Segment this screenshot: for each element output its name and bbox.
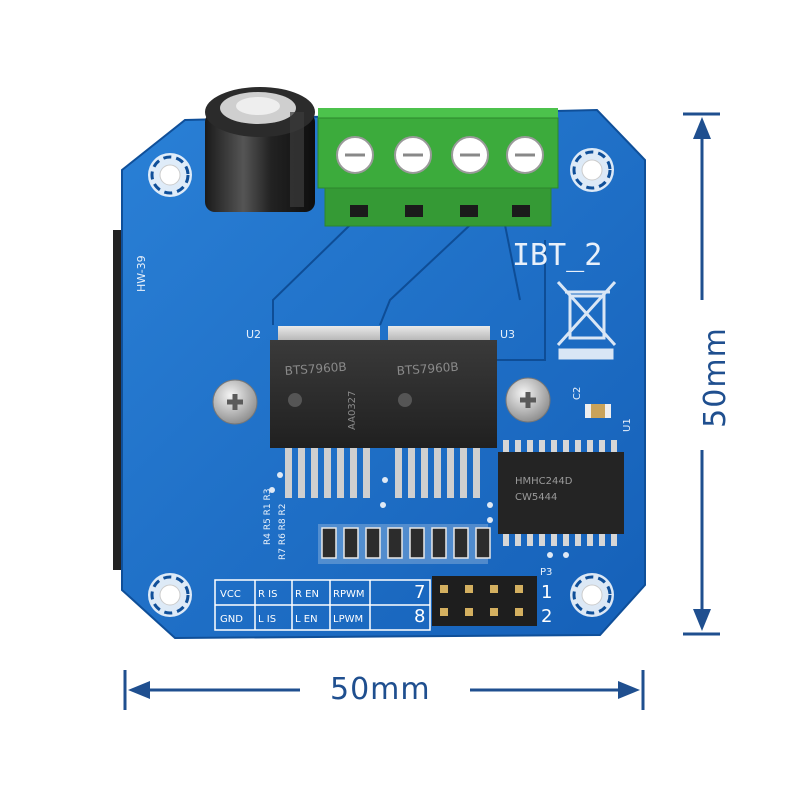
chip-left-label: BTS7960B [284, 360, 347, 378]
pin-l-en: L EN [295, 614, 318, 625]
logic-ic [498, 440, 624, 546]
header-pin-8: 8 [414, 606, 425, 627]
height-label: 50mm [697, 327, 733, 428]
pin-l-is: L IS [258, 614, 276, 625]
screw-left [212, 379, 258, 425]
header-pin-2: 2 [541, 606, 552, 627]
weee-bin-icon [556, 280, 617, 360]
pin-table-frame [214, 579, 431, 631]
vias [269, 472, 569, 558]
u2-label: U2 [246, 328, 261, 341]
screw-terminal [317, 108, 559, 227]
smd-capacitor [585, 404, 611, 418]
chip-left-code: AA0327 [347, 391, 358, 430]
power-chip-right [382, 326, 497, 448]
pin-vcc: VCC [220, 589, 241, 600]
chip-legs [285, 448, 480, 498]
pin-lpwm: LPWM [333, 614, 363, 625]
capacitor [205, 87, 315, 212]
width-dimension [123, 670, 645, 710]
pin-rpwm: RPWM [333, 589, 365, 600]
screw-right [505, 377, 551, 423]
pcb-traces [272, 224, 546, 361]
height-dimension [683, 112, 720, 636]
p3-label: P3 [540, 567, 552, 578]
c2-label: C2 [572, 387, 583, 400]
pin-gnd: GND [220, 614, 243, 625]
pin-r-is: R IS [258, 589, 277, 600]
resistor-labels-bottom: R7 R6 R8 R2 [278, 503, 288, 560]
header-pin-1: 1 [541, 582, 552, 603]
width-label: 50mm [330, 672, 431, 707]
side-label: HW-39 [135, 255, 148, 292]
pin-header [432, 576, 537, 626]
pin-r-en: R EN [295, 589, 319, 600]
ic-label: HMHC244D [515, 476, 573, 487]
ic-code: CW5444 [515, 492, 557, 503]
u1-label: U1 [622, 418, 633, 432]
header-pin-7: 7 [414, 582, 425, 603]
board-title: IBT_2 [512, 238, 602, 273]
chip-right-label: BTS7960B [396, 360, 459, 378]
resistor-labels-top: R4 R5 R1 R3 [263, 488, 273, 545]
power-chip-left [270, 326, 385, 448]
resistor-array [318, 524, 491, 564]
u3-label: U3 [500, 328, 515, 341]
mounting-holes [148, 148, 614, 617]
